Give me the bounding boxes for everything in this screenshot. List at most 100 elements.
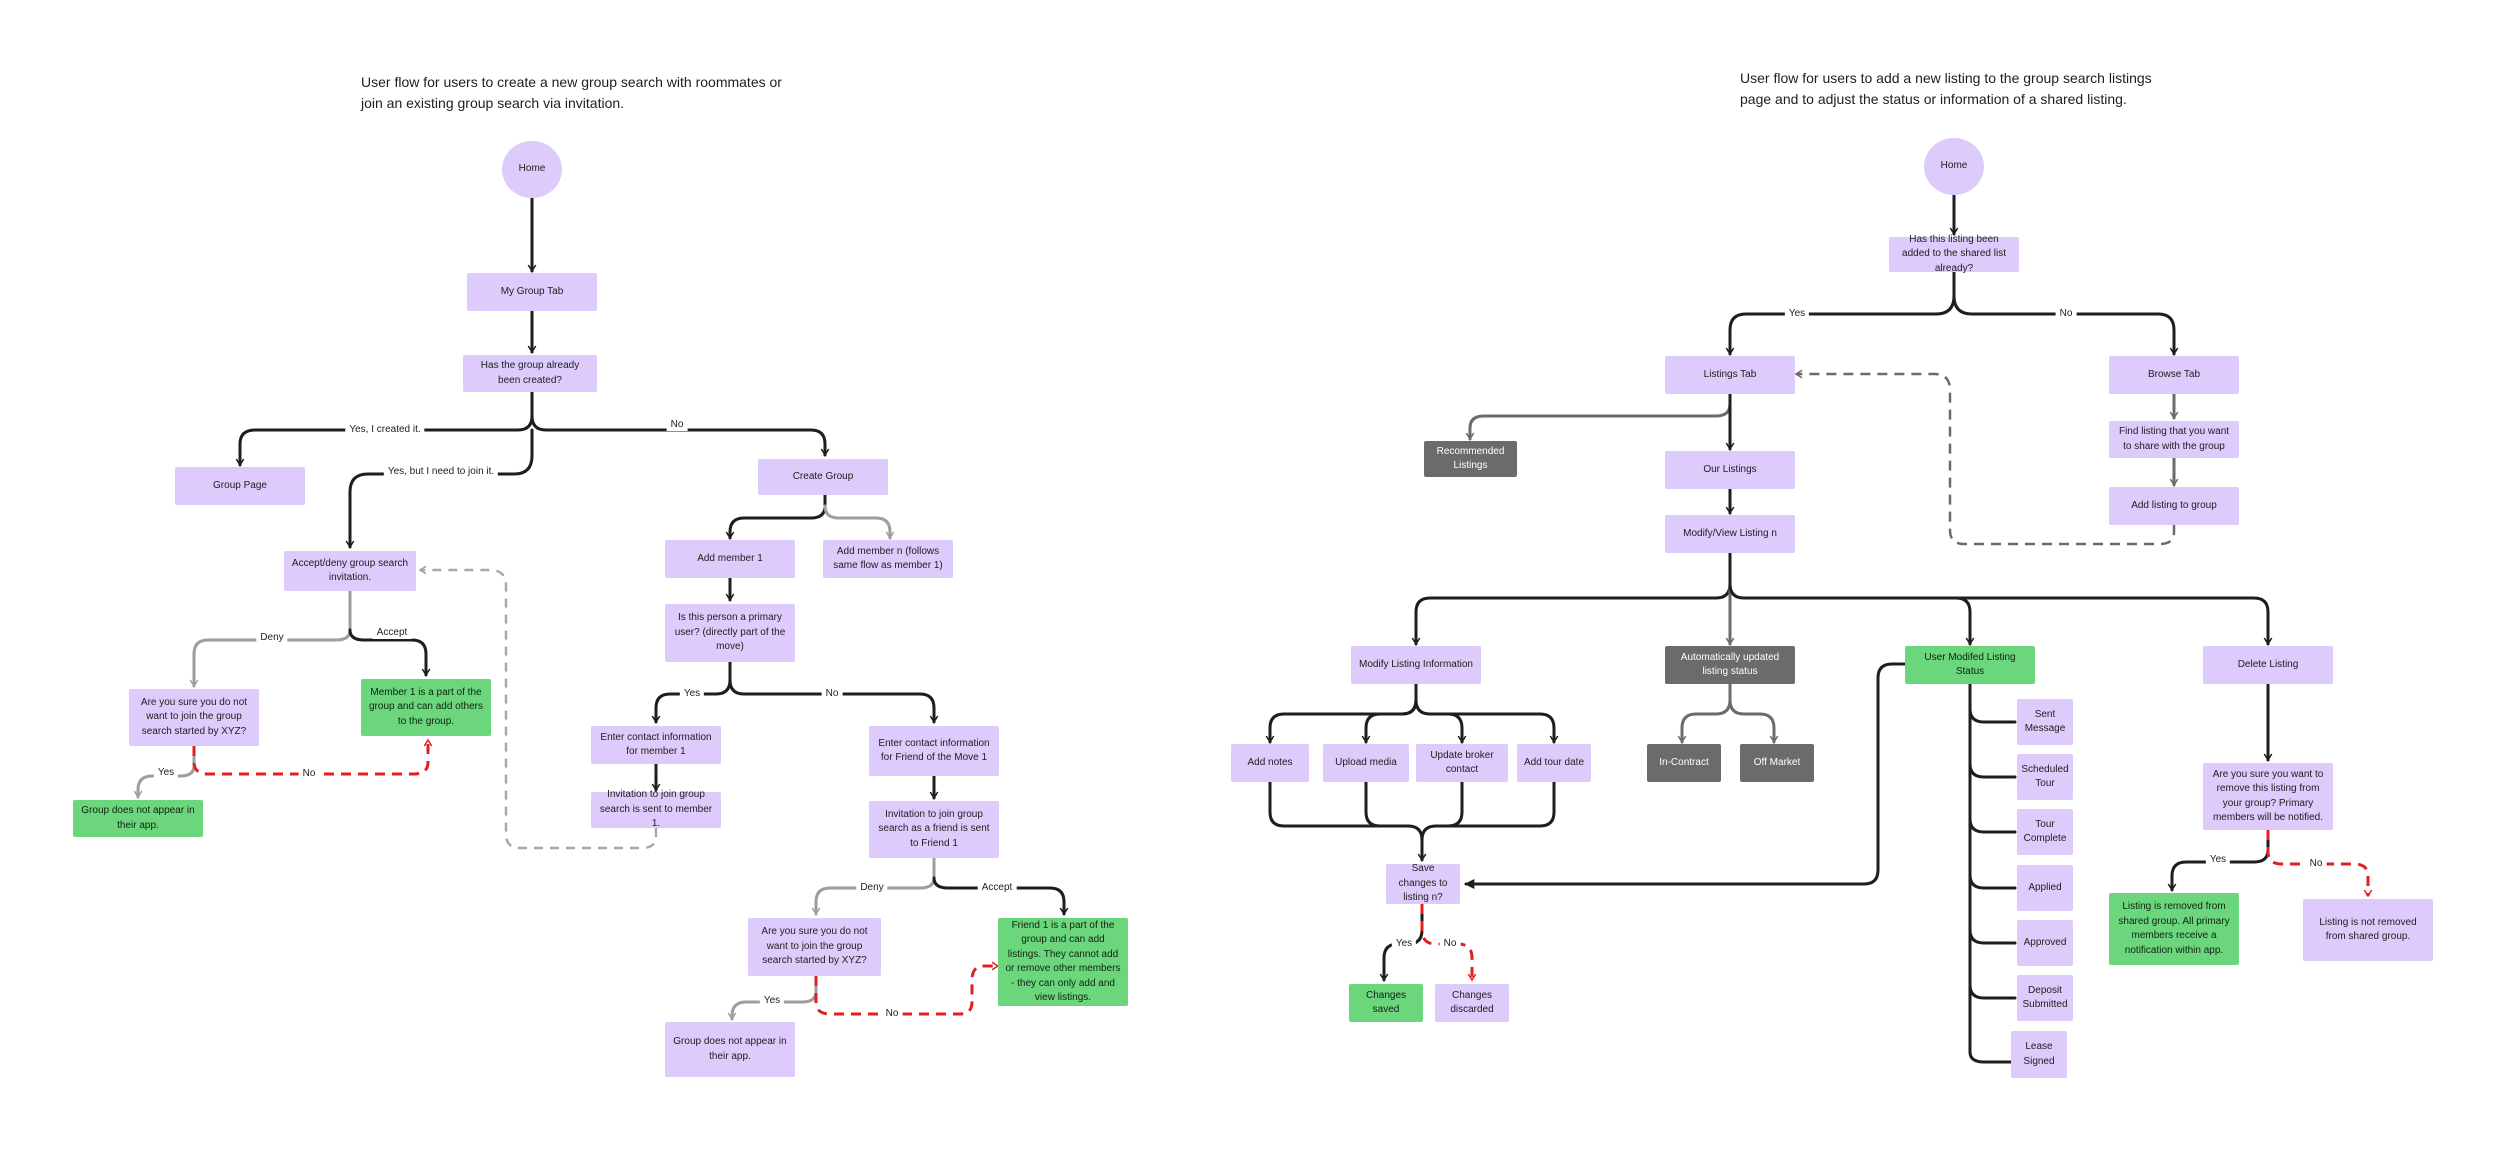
node2-add-notes[interactable]: Add notes — [1231, 744, 1309, 782]
edge2-lt-rec — [1465, 392, 1732, 441]
node-accept-deny-invitation[interactable]: Accept/deny group search invitation. — [284, 551, 416, 591]
edge2-user-applied — [1968, 873, 2017, 890]
edge2-broker-save — [1420, 780, 1464, 842]
edge2-mod-info — [1411, 551, 1732, 646]
edge2-q-yes — [1725, 270, 1956, 356]
node2-browse-tab[interactable]: Browse Tab — [2109, 356, 2239, 394]
node2-approved[interactable]: Approved — [2017, 920, 2073, 966]
node2-modify-view-listing[interactable]: Modify/View Listing n — [1665, 515, 1795, 553]
label-yes-primary: Yes — [679, 688, 705, 700]
label-yes-created: Yes, I created it. — [345, 424, 425, 436]
node2-applied[interactable]: Applied — [2017, 865, 2073, 911]
node2-added-question[interactable]: Has this listing been added to the share… — [1889, 234, 2019, 274]
label-deny-2: Deny — [856, 882, 888, 894]
edge2-user-save — [1464, 662, 1908, 889]
node2-changes-saved[interactable]: Changes saved — [1349, 984, 1423, 1022]
node2-scheduled-tour[interactable]: Scheduled Tour — [2017, 754, 2073, 800]
edge2-mod-user — [1728, 582, 1975, 646]
edge-primary-no — [728, 678, 939, 724]
node-not-appear-2[interactable]: Group does not appear in their app. — [665, 1022, 795, 1077]
node2-in-contract[interactable]: In-Contract — [1647, 744, 1721, 782]
label-deny-1: Deny — [256, 632, 288, 644]
edge-invite-loop — [418, 565, 658, 850]
node-add-member-n[interactable]: Add member n (follows same flow as membe… — [823, 540, 953, 578]
node2-changes-discarded[interactable]: Changes discarded — [1435, 984, 1509, 1022]
node2-modify-listing-info[interactable]: Modify Listing Information — [1351, 646, 1481, 684]
label-yes-join: Yes, but I need to join it. — [383, 466, 499, 478]
node2-add-tour-date[interactable]: Add tour date — [1517, 744, 1591, 782]
node2-save-changes[interactable]: Save changes to listing n? — [1386, 863, 1460, 904]
edge2-tour-save — [1446, 780, 1556, 828]
node2-tour-complete[interactable]: Tour Complete — [2017, 809, 2073, 855]
label-accept-2: Accept — [977, 882, 1017, 894]
node-create-group[interactable]: Create Group — [758, 459, 888, 495]
node-member1-part-of-group[interactable]: Member 1 is a part of the group and can … — [361, 679, 491, 736]
node2-sent-message[interactable]: Sent Message — [2017, 699, 2073, 745]
edge2-info-tour — [1428, 712, 1559, 744]
node-contact-friend[interactable]: Enter contact information for Friend of … — [869, 726, 999, 776]
edge2-user-spine — [1968, 682, 2017, 1064]
edge2-user-approved — [1968, 928, 2017, 945]
node-primary-user-question[interactable]: Is this person a primary user? (directly… — [665, 604, 795, 662]
label-no-create: No — [666, 419, 688, 431]
node-sure-not-join-2[interactable]: Are you sure you do not want to join the… — [748, 918, 881, 976]
edge2-info-broker — [1414, 698, 1467, 744]
node-invite-friend[interactable]: Invitation to join group search as a fri… — [869, 801, 999, 858]
edge-q-create — [530, 414, 830, 457]
node2-listing-removed[interactable]: Listing is removed from shared group. Al… — [2109, 893, 2239, 965]
edge2-user-sent — [1968, 707, 2017, 724]
edge2-user-sched — [1968, 762, 2017, 779]
node2-listing-not-removed[interactable]: Listing is not removed from shared group… — [2303, 899, 2433, 961]
node2-lease-signed[interactable]: Lease Signed — [2011, 1031, 2067, 1078]
node2-home[interactable]: Home — [1924, 138, 1984, 195]
edge2-q-no — [1952, 294, 2179, 356]
node2-our-listings[interactable]: Our Listings — [1665, 451, 1795, 489]
node-my-group-tab[interactable]: My Group Tab — [467, 273, 597, 311]
label-accept-1: Accept — [372, 627, 412, 639]
label-no-primary: No — [821, 688, 843, 700]
label2-yes-save: Yes — [1391, 938, 1417, 950]
node-home[interactable]: Home — [502, 141, 562, 198]
node2-recommended-listings[interactable]: Recommended Listings — [1424, 441, 1517, 477]
node-invite-member-1[interactable]: Invitation to join group search is sent … — [591, 789, 721, 829]
node-not-appear-1[interactable]: Group does not appear in their app. — [73, 800, 203, 837]
edge2-auto-om — [1728, 698, 1779, 744]
node2-deposit-submitted[interactable]: Deposit Submitted — [2017, 975, 2073, 1021]
node2-upload-media[interactable]: Upload media — [1323, 744, 1409, 782]
edge2-info-media — [1361, 698, 1418, 744]
flow2-title: User flow for users to add a new listing… — [1740, 70, 2152, 107]
node2-update-broker[interactable]: Update broker contact — [1416, 744, 1508, 782]
node-sure-not-join-1[interactable]: Are you sure you do not want to join the… — [129, 689, 259, 746]
node2-add-listing[interactable]: Add listing to group — [2109, 487, 2239, 525]
node-group-created-question[interactable]: Has the group already been created? — [463, 355, 597, 392]
edge-invf-accept — [932, 876, 1069, 916]
edge2-add-loop — [1794, 369, 2176, 546]
edge2-sure-no — [2266, 830, 2373, 898]
node-group-page[interactable]: Group Page — [175, 467, 305, 505]
edge-q-accept — [345, 428, 534, 549]
node2-listings-tab[interactable]: Listings Tab — [1665, 356, 1795, 394]
edge2-auto-ic — [1677, 682, 1732, 744]
edge-create-m1 — [725, 493, 827, 540]
node2-user-status[interactable]: User Modifed Listing Status — [1905, 646, 2035, 684]
node2-find-listing[interactable]: Find listing that you want to share with… — [2109, 421, 2239, 458]
edge2-notes-save — [1268, 780, 1427, 862]
node2-auto-status[interactable]: Automatically updated listing status — [1665, 646, 1795, 684]
node-contact-member-1[interactable]: Enter contact information for member 1 — [591, 726, 721, 764]
node2-off-market[interactable]: Off Market — [1740, 744, 1814, 782]
node2-sure-remove[interactable]: Are you sure you want to remove this lis… — [2203, 763, 2333, 830]
edge-acc-accept — [348, 628, 431, 677]
node-add-member-1[interactable]: Add member 1 — [665, 540, 795, 578]
edge2-media-save — [1364, 780, 1410, 828]
label-yes-sure-2: Yes — [759, 995, 785, 1007]
label2-no: No — [2055, 308, 2077, 320]
edge-create-mn — [823, 504, 895, 540]
edge2-user-deposit — [1968, 983, 2017, 1000]
node2-delete-listing[interactable]: Delete Listing — [2203, 646, 2333, 684]
flow1-title: User flow for users to create a new grou… — [361, 74, 782, 111]
node-friend1-part-of-group[interactable]: Friend 1 is a part of the group and can … — [998, 918, 1128, 1006]
label2-yes: Yes — [1784, 308, 1810, 320]
edge-sure2-no — [814, 961, 1000, 1016]
